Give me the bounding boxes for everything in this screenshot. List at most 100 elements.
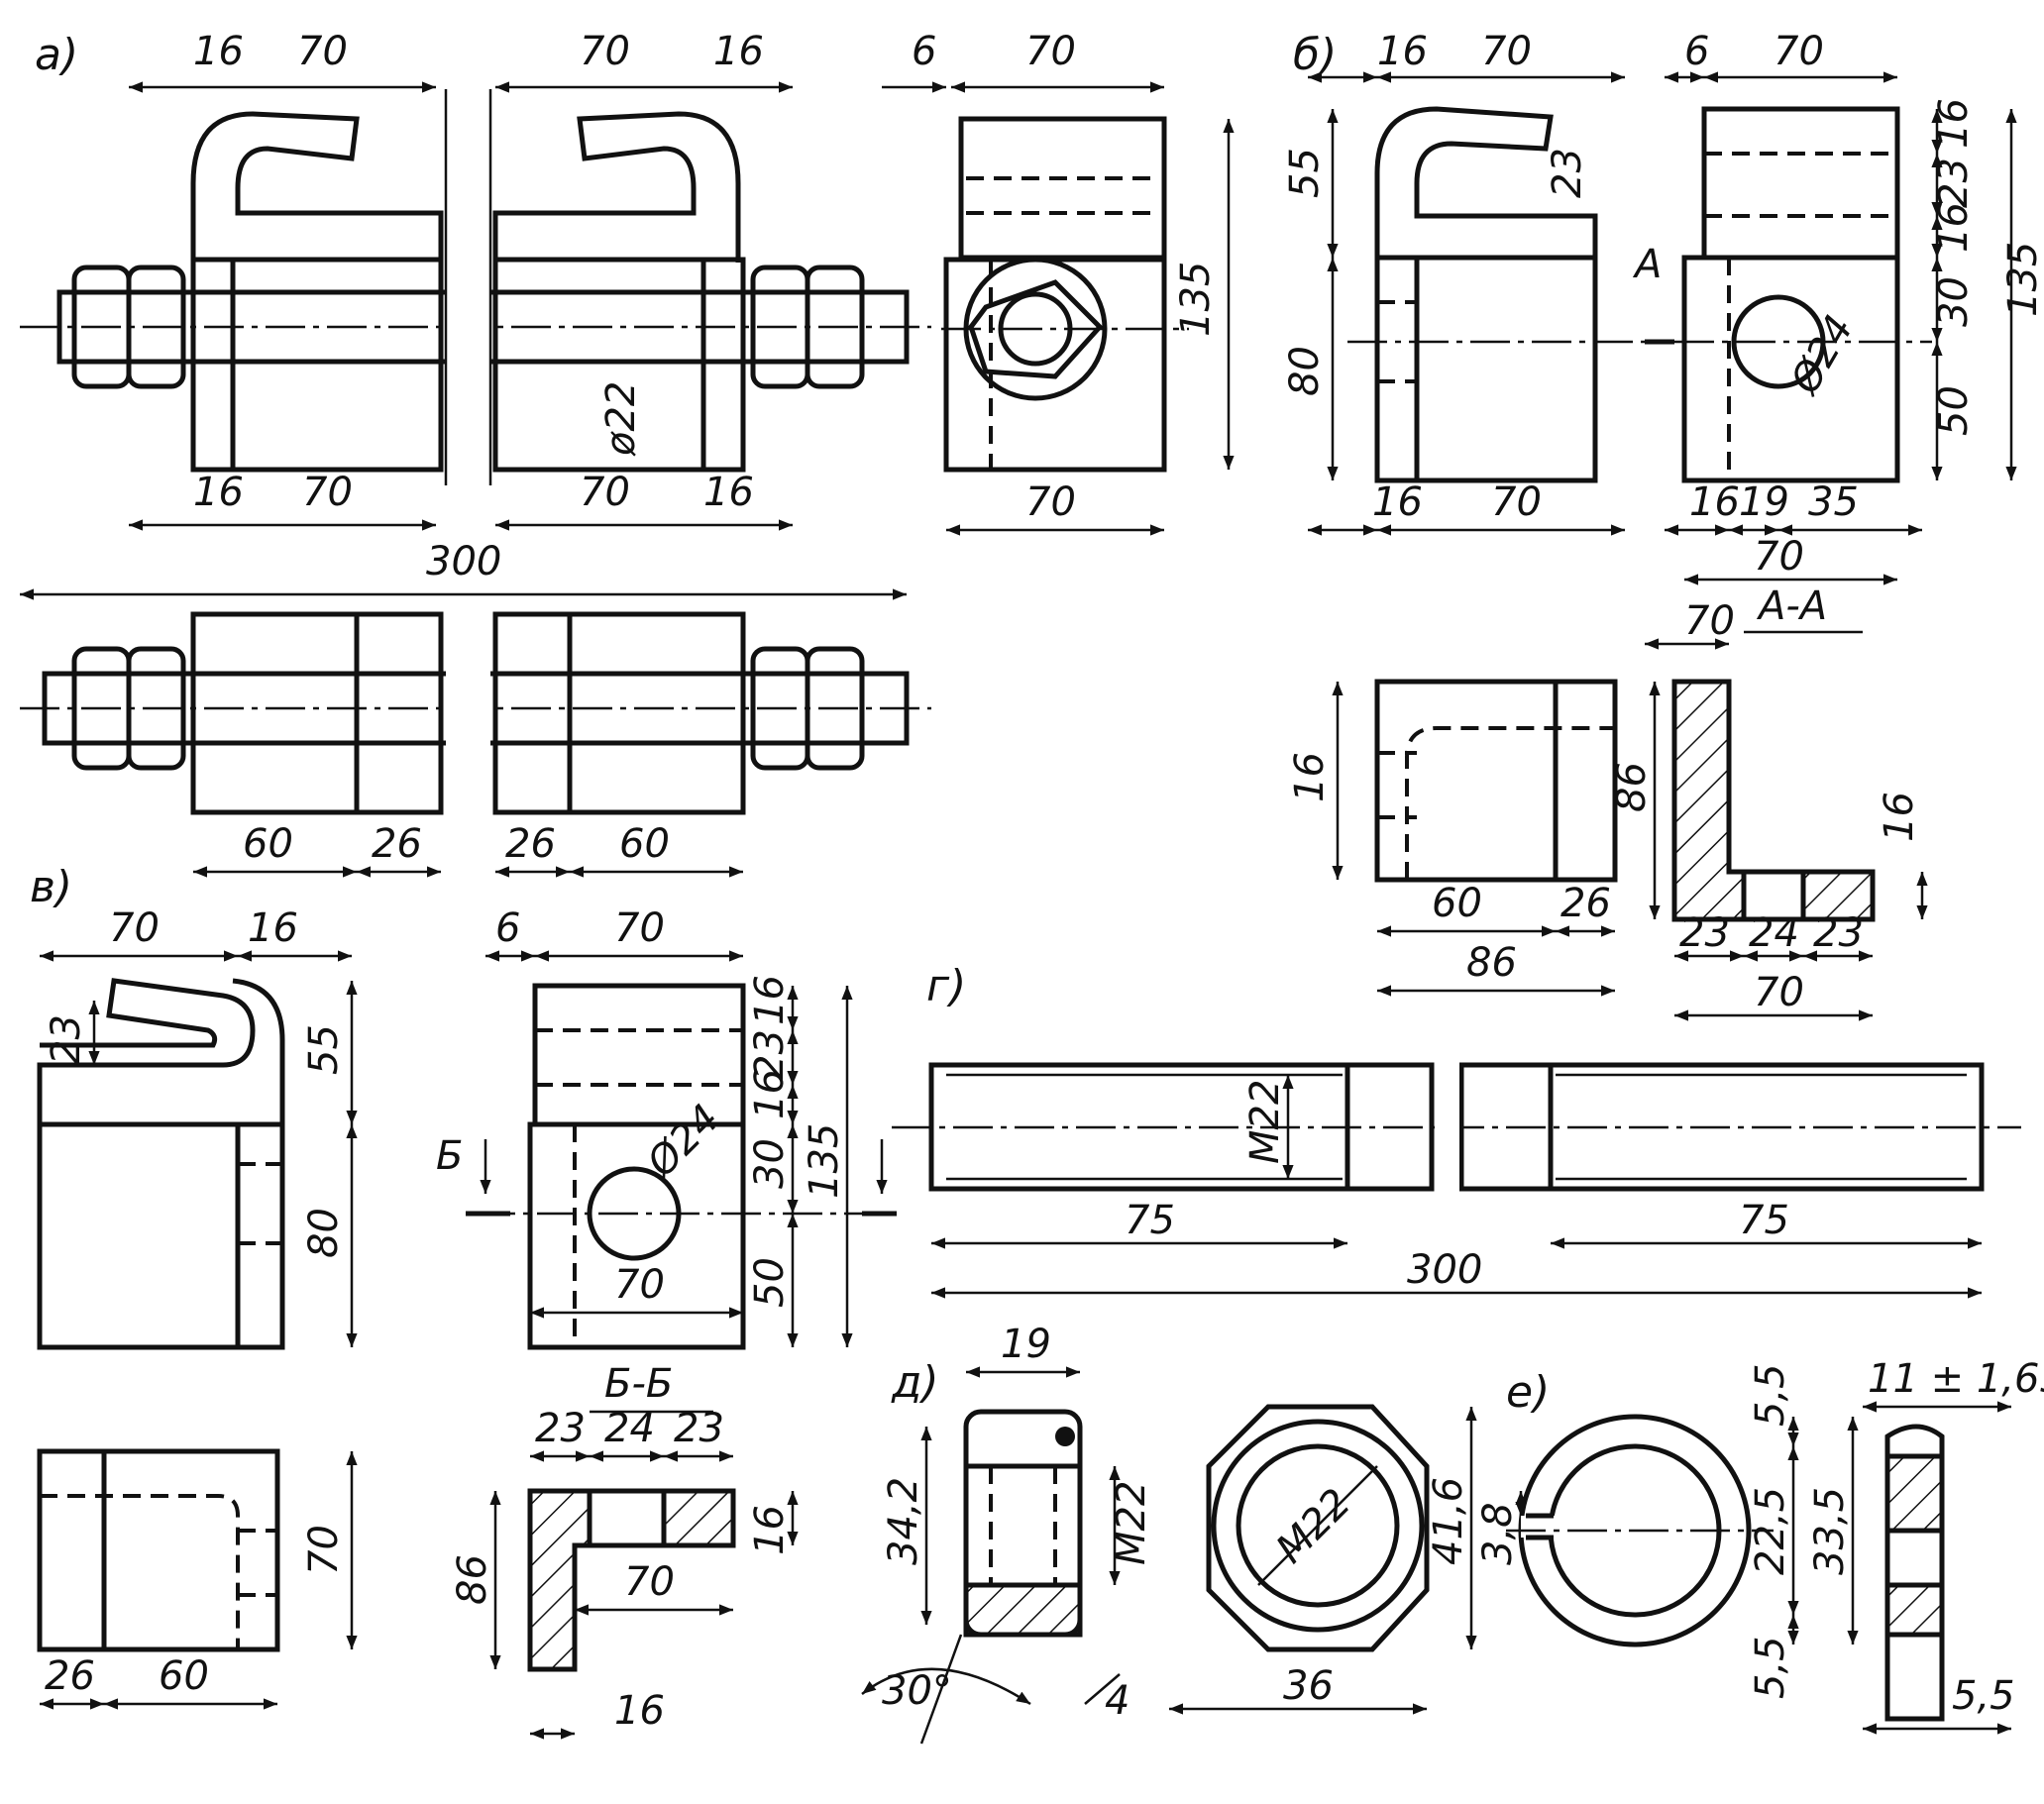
dim-g-1: M22 [1242, 1080, 1288, 1164]
dim-b-10: 135 [2000, 242, 2044, 317]
view-a-plan: 300 60 26 26 60 [20, 539, 931, 878]
dim-v-22: 70 [624, 1559, 675, 1605]
dim-v-10: 16 [747, 1069, 793, 1119]
section-a-a [1671, 679, 1747, 922]
dim-v-25: 16 [614, 1688, 665, 1734]
dim-b-19: 35 [1808, 479, 1859, 525]
dim-v-21: 23 [674, 1406, 724, 1451]
dim-v-17: 26 [45, 1653, 95, 1699]
dim-b-17: 16 [1689, 479, 1740, 525]
dim-e-7: 5,5 [1952, 1673, 2015, 1719]
dim-v-5: 80 [301, 1208, 347, 1258]
section-title-v: Б-Б [604, 1361, 673, 1407]
dim-v-9: 23 [747, 1029, 793, 1080]
dim-a-8: ø22 [598, 381, 644, 457]
dim-d-2: 34,2 [881, 1477, 926, 1565]
dim-e-3: 22,5 [1748, 1487, 1793, 1575]
view-e: е) 5,5 3,8 22,5 33,5 5,5 11 ± 1,65 5,5 [1475, 1356, 2044, 1735]
dim-a-3: 70 [580, 29, 630, 74]
dim-v-14: 70 [614, 1262, 665, 1308]
view-d: д) 19 34,2 M22 30° 4 M22 41,6 36 [861, 1322, 1477, 1745]
dim-b-7: 16 [1931, 98, 1977, 149]
hook-v [37, 978, 256, 1124]
nut-right-2 [805, 265, 865, 389]
dim-b-18: 19 [1739, 479, 1789, 525]
dim-b-15: 16 [1372, 479, 1423, 525]
view-a: а) 16 70 [20, 29, 1235, 878]
dim-b-26: 86 [1466, 940, 1517, 986]
dim-e-1: 5,5 [1748, 1363, 1793, 1427]
dim-e-4: 33,5 [1807, 1487, 1853, 1575]
dim-a-5: 6 [912, 29, 936, 74]
dim-b-22: 70 [1684, 598, 1735, 644]
view-b: б) 16 70 55 23 80 16 70 А [1282, 29, 2044, 1021]
dim-v-23: 16 [747, 1505, 793, 1555]
view-label-b: б) [1293, 30, 1337, 80]
dim-d-3: M22 [1109, 1481, 1154, 1565]
dim-a-12: 16 [703, 470, 754, 515]
view-label-d: д) [891, 1357, 939, 1408]
hook-right [492, 111, 741, 263]
dim-e-5: 5,5 [1748, 1636, 1793, 1699]
dim-b-11: 30 [1931, 276, 1977, 327]
dim-v-20: 24 [604, 1406, 655, 1451]
dim-b-24: 60 [1432, 881, 1482, 926]
dim-b-21: 16 [1287, 752, 1333, 802]
dim-a-13: 70 [1025, 479, 1076, 525]
dim-b-23: 86 [1609, 762, 1655, 812]
dim-d-7: 41,6 [1426, 1477, 1471, 1565]
section-marker-b: А [1632, 242, 1662, 287]
dim-v-2: 16 [248, 905, 298, 951]
dim-a-10: 70 [302, 470, 353, 515]
dim-e-2: 3,8 [1475, 1502, 1521, 1565]
dim-b-20: 70 [1754, 534, 1804, 580]
dim-v-16: 70 [301, 1525, 347, 1575]
dim-d-6: M22 [1268, 1480, 1360, 1572]
dim-b-1: 16 [1377, 29, 1428, 74]
dim-b-8: 23 [1931, 158, 1977, 208]
dim-b-3: 6 [1684, 29, 1709, 74]
section-title-b: А-А [1756, 584, 1827, 629]
hook-left [190, 111, 444, 263]
block-left [190, 257, 444, 473]
dim-b-12: 80 [1282, 346, 1328, 396]
dim-b-16: 70 [1491, 479, 1542, 525]
dim-e-6: 11 ± 1,65 [1868, 1356, 2044, 1402]
dim-v-3: 23 [44, 1014, 89, 1065]
dim-v-7: 70 [614, 905, 665, 951]
view-label-v: в) [30, 862, 72, 912]
hook-b [1374, 106, 1598, 258]
nut-left-2 [126, 265, 186, 389]
dim-a-1: 16 [193, 29, 244, 74]
dim-a-4: 16 [713, 29, 764, 74]
dim-v-18: 60 [159, 1653, 209, 1699]
dim-b-9: 16 [1931, 202, 1977, 253]
dim-g-2: 75 [1125, 1198, 1175, 1243]
dim-a-11: 70 [580, 470, 630, 515]
dim-a-18: 60 [619, 821, 670, 867]
view-a-front: 16 70 70 16 16 70 70 16 ø22 [20, 29, 931, 531]
dim-b-14: 50 [1931, 385, 1977, 436]
view-label-a: а) [35, 30, 78, 80]
dim-a-16: 26 [372, 821, 422, 867]
dim-a-2: 70 [297, 29, 348, 74]
dim-v-1: 70 [109, 905, 160, 951]
dim-b-25: 26 [1560, 881, 1611, 926]
dim-b-28: 23 [1679, 910, 1730, 956]
dim-a-17: 26 [505, 821, 556, 867]
dim-a-15: 60 [243, 821, 293, 867]
view-label-e: е) [1506, 1367, 1550, 1418]
dim-v-19: 23 [535, 1406, 586, 1451]
hex-nut-front [1206, 1404, 1430, 1652]
dim-a-6: 70 [1025, 29, 1076, 74]
view-v: в) 70 16 23 55 80 [30, 862, 897, 1740]
dim-b-27: 16 [1877, 792, 1922, 842]
dim-v-12: 135 [802, 1123, 847, 1199]
dim-a-9: 16 [193, 470, 244, 515]
dim-d-8: 36 [1283, 1663, 1334, 1709]
dim-g-4: 300 [1407, 1247, 1482, 1293]
section-b-b [527, 1488, 592, 1672]
dim-d-1: 19 [1001, 1322, 1051, 1367]
dim-b-30: 23 [1813, 910, 1864, 956]
